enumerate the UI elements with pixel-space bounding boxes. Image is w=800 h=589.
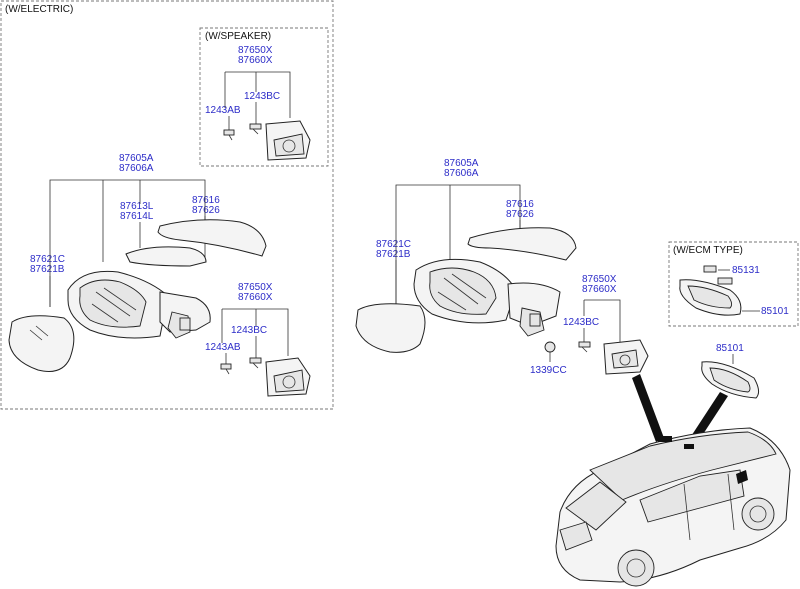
label-right-87621c[interactable]: 87621C	[376, 239, 411, 250]
label-left-87621b[interactable]: 87621B	[30, 264, 65, 275]
label-speaker-1243ab[interactable]: 1243AB	[205, 105, 241, 116]
right-screw-icon	[578, 341, 591, 353]
label-speaker-1243bc[interactable]: 1243BC	[244, 91, 280, 102]
left-scalp-cover-icon	[157, 219, 267, 257]
label-speaker-87660x[interactable]: 87660X	[238, 55, 273, 66]
label-ecm-85131[interactable]: 85131	[732, 265, 760, 276]
speaker-tweeter-icon	[265, 120, 311, 161]
right-leader-lines	[395, 184, 621, 362]
left-side-repeater-icon	[125, 246, 207, 267]
label-left-87614l[interactable]: 87614L	[120, 211, 154, 222]
speaker-group-title: (W/SPEAKER)	[205, 31, 271, 42]
label-right-87660x[interactable]: 87660X	[582, 284, 617, 295]
ecm-rearview-mirror-icon	[679, 279, 742, 316]
label-left-87650x[interactable]: 87650X	[238, 282, 273, 293]
label-left-1243bc[interactable]: 1243BC	[231, 325, 267, 336]
speaker-leader-lines	[224, 71, 291, 130]
right-mirror-base-icon	[507, 282, 561, 337]
left-mirror-glass-icon	[8, 315, 75, 372]
left-mirror-housing-icon	[67, 270, 169, 339]
label-right-87606a[interactable]: 87606A	[444, 168, 479, 179]
left-mirror-base-icon	[159, 291, 211, 339]
label-right-87650x[interactable]: 87650X	[582, 274, 617, 285]
right-tweeter-icon	[603, 339, 649, 375]
right-mirror-glass-icon	[355, 303, 426, 353]
label-room-85101[interactable]: 85101	[716, 343, 744, 354]
ecm-clip-icon	[703, 265, 733, 285]
label-left-87606a[interactable]: 87606A	[119, 163, 154, 174]
speaker-screw-icon	[249, 123, 262, 135]
label-left-87613l[interactable]: 87613L	[120, 201, 154, 212]
ecm-group-box	[668, 241, 799, 327]
label-right-87605a[interactable]: 87605A	[444, 158, 479, 169]
speaker-group-box	[199, 27, 329, 167]
label-left-1243ab[interactable]: 1243AB	[205, 342, 241, 353]
speaker-bolt-icon	[223, 129, 235, 141]
label-ecm-85101[interactable]: 85101	[761, 306, 789, 317]
electric-group-title: (W/ELECTRIC)	[5, 4, 73, 15]
ecm-leader-lines	[718, 269, 760, 312]
label-right-1243bc[interactable]: 1243BC	[563, 317, 599, 328]
label-left-87660x[interactable]: 87660X	[238, 292, 273, 303]
ecm-group-title: (W/ECM TYPE)	[673, 245, 743, 256]
electric-group-box	[0, 0, 334, 410]
right-nut-icon	[544, 341, 556, 353]
label-left-87616[interactable]: 87616	[192, 195, 220, 206]
left-tweeter-icon	[265, 357, 311, 397]
left-bolt-icon	[220, 363, 232, 375]
vehicle-illustration-icon	[555, 427, 791, 587]
room-rearview-mirror-icon	[701, 361, 760, 399]
label-left-87626[interactable]: 87626	[192, 205, 220, 216]
label-left-87605a[interactable]: 87605A	[119, 153, 154, 164]
left-screw-icon	[249, 357, 262, 369]
right-mirror-housing-icon	[413, 258, 517, 324]
label-right-1339cc[interactable]: 1339CC	[530, 365, 567, 376]
label-speaker-87650x[interactable]: 87650X	[238, 45, 273, 56]
right-scalp-cover-icon	[467, 227, 577, 261]
left-leader-lines	[49, 179, 289, 364]
label-left-87621c[interactable]: 87621C	[30, 254, 65, 265]
label-right-87621b[interactable]: 87621B	[376, 249, 411, 260]
